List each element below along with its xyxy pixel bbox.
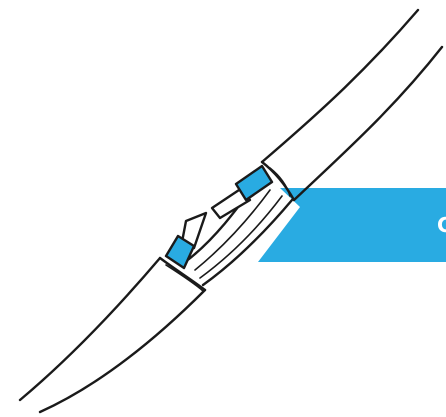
lower-wire-insulation xyxy=(164,234,196,270)
upper-cable-jacket xyxy=(260,8,444,202)
lower-cable-jacket xyxy=(18,256,207,414)
callout-banner-shape xyxy=(258,188,446,262)
upper-wire xyxy=(210,164,274,220)
upper-jacket-ring xyxy=(269,167,291,197)
lower-jacket-ring xyxy=(165,264,204,292)
foil-edge-bottom xyxy=(201,198,294,287)
upper-jacket-edge-inner xyxy=(292,45,444,202)
lower-jacket-cut xyxy=(158,256,207,292)
foil-crease-1 xyxy=(194,189,271,271)
foil-crease-2 xyxy=(199,195,283,279)
lower-jacket-edge-outer xyxy=(18,256,162,402)
callout-label: C xyxy=(437,213,446,237)
upper-jacket-cut xyxy=(260,160,296,202)
lower-wire xyxy=(164,211,208,270)
upper-wire-insulation xyxy=(234,164,274,202)
lower-jacket-edge-inner xyxy=(38,288,207,414)
callout-banner: C xyxy=(258,188,446,262)
upper-wire-conductor xyxy=(210,186,252,220)
upper-jacket-edge-outer xyxy=(260,8,420,164)
